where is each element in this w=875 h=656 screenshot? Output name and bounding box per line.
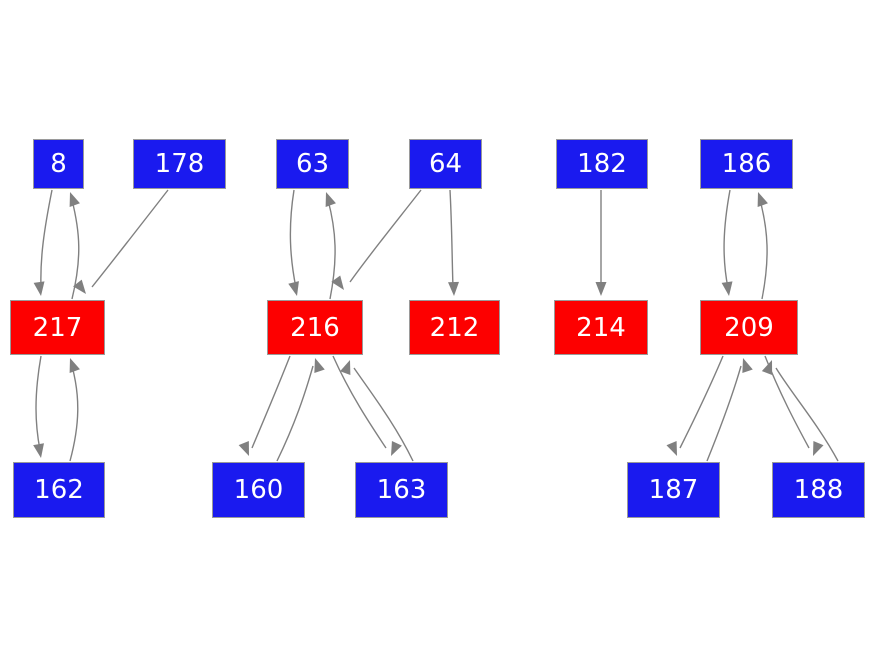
node-162[interactable]: 162 bbox=[13, 462, 105, 518]
arrowhead-160-to-216 bbox=[314, 358, 325, 374]
node-label-178: 178 bbox=[154, 149, 205, 179]
arrowhead-209-to-188 bbox=[813, 440, 824, 456]
node-label-212: 212 bbox=[429, 312, 480, 343]
edge-163-to-216 bbox=[353, 367, 414, 462]
edge-186-to-209 bbox=[723, 189, 731, 289]
arrowhead-217-to-162 bbox=[33, 443, 44, 458]
node-186[interactable]: 186 bbox=[700, 139, 793, 189]
edge-178-to-217 bbox=[91, 189, 169, 288]
node-178[interactable]: 178 bbox=[133, 139, 226, 189]
arrowhead-178-to-217 bbox=[73, 279, 86, 294]
edge-216-to-163 bbox=[332, 355, 387, 449]
node-label-186: 186 bbox=[721, 149, 772, 179]
node-160[interactable]: 160 bbox=[212, 462, 305, 518]
edge-216-to-63 bbox=[327, 199, 336, 300]
arrowhead-209-to-186 bbox=[757, 192, 768, 208]
edge-160-to-216 bbox=[276, 365, 314, 462]
node-63[interactable]: 63 bbox=[276, 139, 349, 189]
node-214[interactable]: 214 bbox=[554, 300, 648, 355]
node-label-63: 63 bbox=[295, 149, 330, 179]
arrowhead-64-to-212 bbox=[448, 281, 460, 296]
node-label-162: 162 bbox=[34, 475, 84, 505]
node-217[interactable]: 217 bbox=[10, 300, 105, 355]
edge-63-to-216 bbox=[289, 189, 297, 289]
node-label-214: 214 bbox=[576, 312, 626, 343]
node-label-209: 209 bbox=[724, 312, 774, 343]
edge-209-to-187 bbox=[679, 355, 724, 449]
arrowhead-209-to-187 bbox=[666, 440, 677, 456]
arrowhead-163-to-216 bbox=[340, 360, 351, 376]
edge-209-to-186 bbox=[759, 199, 768, 300]
arrowhead-63-to-216 bbox=[288, 281, 299, 296]
edge-162-to-217 bbox=[69, 365, 79, 462]
arrowhead-186-to-209 bbox=[721, 281, 733, 296]
arrowhead-8-to-217 bbox=[33, 281, 45, 296]
edge-216-to-160 bbox=[251, 355, 291, 449]
arrowhead-182-to-214 bbox=[595, 282, 607, 296]
arrowhead-216-to-160 bbox=[238, 440, 249, 456]
node-212[interactable]: 212 bbox=[409, 300, 500, 355]
node-188[interactable]: 188 bbox=[772, 462, 865, 518]
edge-64-to-212 bbox=[449, 189, 454, 289]
node-label-182: 182 bbox=[577, 149, 627, 179]
node-label-188: 188 bbox=[793, 475, 844, 505]
node-label-64: 64 bbox=[428, 149, 463, 179]
arrowhead-217-to-8 bbox=[69, 192, 80, 208]
node-209[interactable]: 209 bbox=[700, 300, 798, 355]
edge-188-to-209 bbox=[775, 367, 839, 462]
arrowhead-188-to-209 bbox=[761, 360, 773, 376]
node-8[interactable]: 8 bbox=[33, 139, 84, 189]
node-label-217: 217 bbox=[32, 312, 83, 343]
node-187[interactable]: 187 bbox=[627, 462, 720, 518]
node-label-160: 160 bbox=[233, 475, 284, 505]
arrowhead-187-to-209 bbox=[742, 358, 753, 374]
node-216[interactable]: 216 bbox=[267, 300, 363, 355]
node-label-8: 8 bbox=[50, 149, 67, 179]
arrowhead-64-to-216 bbox=[331, 275, 344, 290]
node-label-163: 163 bbox=[376, 475, 427, 505]
node-163[interactable]: 163 bbox=[355, 462, 448, 518]
node-label-216: 216 bbox=[290, 312, 340, 343]
arrowhead-216-to-163 bbox=[391, 440, 402, 456]
arrowhead-216-to-63 bbox=[325, 192, 336, 208]
node-label-187: 187 bbox=[648, 475, 699, 505]
node-64[interactable]: 64 bbox=[409, 139, 482, 189]
edge-8-to-217 bbox=[40, 189, 53, 289]
edge-64-to-216 bbox=[349, 189, 422, 283]
edge-217-to-162 bbox=[35, 355, 42, 451]
arrowhead-162-to-217 bbox=[69, 358, 80, 374]
edge-187-to-209 bbox=[706, 365, 742, 462]
node-182[interactable]: 182 bbox=[556, 139, 648, 189]
